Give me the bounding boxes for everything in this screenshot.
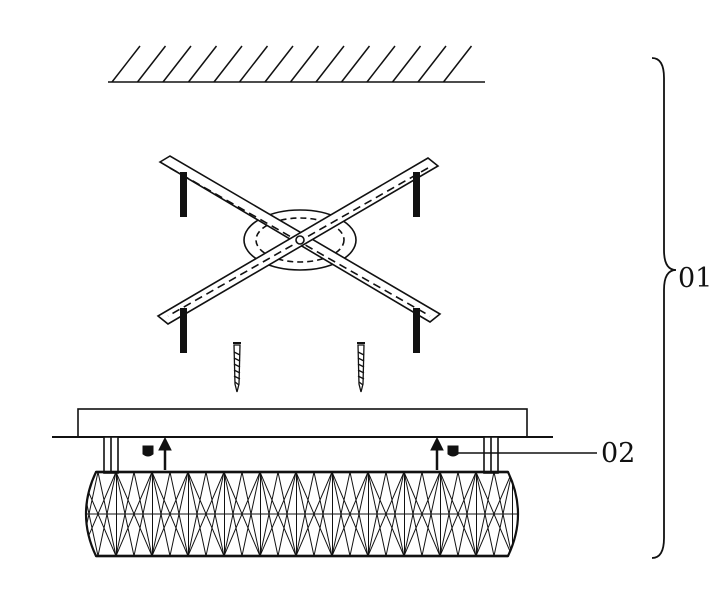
- clip-left: [142, 445, 154, 457]
- ceiling-hatch: [108, 45, 485, 83]
- label-assembly: 01: [678, 263, 713, 294]
- screw-left: [233, 342, 241, 393]
- fixture-base: [52, 408, 553, 474]
- bolt-bottom-right: [413, 308, 420, 353]
- screw-right: [357, 342, 365, 393]
- bolt-bottom-left: [180, 308, 187, 353]
- bolt-top-right: [413, 172, 420, 217]
- crystal-shade: [84, 470, 520, 558]
- label-mounting-plate: 02: [601, 438, 636, 469]
- attachment-markers: [142, 436, 459, 470]
- arrow-up-right-icon: [430, 436, 444, 470]
- bracket-bolts: [180, 172, 420, 353]
- bolt-top-left: [180, 172, 187, 217]
- mounting-screws: [233, 342, 365, 393]
- arrow-up-left-icon: [158, 436, 172, 470]
- cross-mounting-bracket: [156, 155, 442, 325]
- assembly-brace: [651, 57, 677, 559]
- clip-right: [447, 445, 459, 457]
- base-plate: [77, 408, 528, 438]
